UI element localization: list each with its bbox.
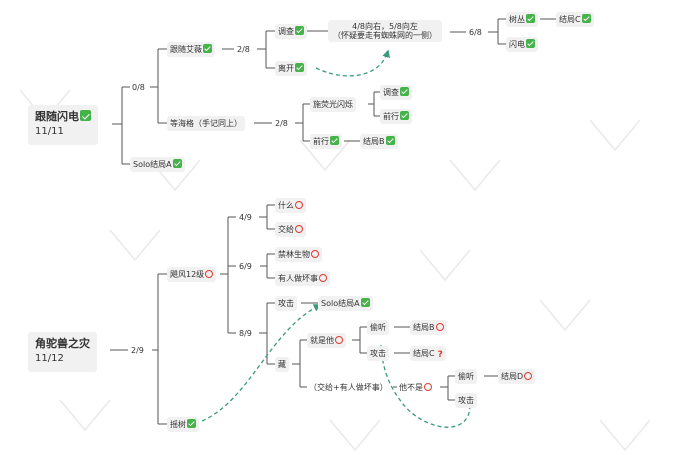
progress-label: 0/8 bbox=[132, 83, 145, 92]
node-hint-direction: 4/8向右，5/8向左 （怀疑要走有蜘蛛网的一侧） bbox=[328, 20, 442, 42]
node-what: 什么 bbox=[275, 198, 306, 213]
circle-icon bbox=[295, 225, 303, 233]
node-not-him: 他不是 bbox=[397, 380, 434, 395]
check-icon bbox=[203, 44, 212, 53]
progress-label: 8/9 bbox=[239, 329, 252, 338]
circle-icon bbox=[424, 383, 432, 391]
root-score: 11/11 bbox=[35, 126, 64, 137]
progress-label: 2/9 bbox=[131, 346, 144, 355]
node-ending-b-2: 结局B bbox=[410, 320, 447, 335]
root-title: 跟随闪电 bbox=[35, 110, 79, 123]
progress-label: 2/8 bbox=[275, 119, 288, 128]
check-icon bbox=[295, 63, 304, 72]
node-eavesdrop: 偷听 bbox=[367, 320, 389, 335]
node-ending-c-2: 结局C? bbox=[410, 346, 446, 361]
circle-icon bbox=[319, 274, 327, 282]
check-icon bbox=[187, 419, 196, 428]
check-icon bbox=[385, 136, 395, 145]
node-wait-heige: 等海格（手记同上） bbox=[167, 116, 245, 131]
root-node-horned-serpent: 角驼兽之灾 11/12 bbox=[28, 332, 97, 372]
node-eavesdrop-2: 偷听 bbox=[455, 369, 477, 384]
node-go-forward: 前行 bbox=[380, 109, 412, 124]
circle-icon bbox=[435, 323, 444, 331]
node-bush: 树丛 bbox=[506, 12, 538, 27]
check-icon bbox=[172, 159, 182, 168]
node-investigate: 调查 bbox=[275, 24, 307, 39]
node-solo-ending-a-2: Solo结局A bbox=[318, 296, 373, 311]
node-leave: 离开 bbox=[275, 61, 307, 76]
node-someone-bad: 有人做坏事 bbox=[275, 271, 330, 286]
node-is-him: 就是他 bbox=[307, 333, 346, 348]
node-investigate-2: 调查 bbox=[380, 85, 412, 100]
progress-label: 4/9 bbox=[239, 213, 252, 222]
check-icon bbox=[360, 298, 370, 307]
node-wind-12: 飓风12级 bbox=[167, 267, 217, 282]
check-icon bbox=[400, 111, 409, 120]
node-go-forward-2: 前行 bbox=[310, 134, 342, 149]
node-cast-light: 施荧光闪烁 bbox=[310, 97, 356, 112]
node-solo-ending-a: Solo结局A bbox=[130, 157, 185, 172]
check-icon bbox=[400, 87, 409, 96]
node-follow-aiwei: 跟随艾薇 bbox=[167, 42, 215, 57]
node-attack-2: 攻击 bbox=[367, 346, 389, 361]
circle-icon bbox=[205, 270, 214, 278]
progress-label: 2/8 bbox=[237, 45, 250, 54]
node-forbidden-creature: 禁林生物 bbox=[275, 247, 322, 262]
root-node-follow-lightning: 跟随闪电 11/11 bbox=[28, 105, 98, 145]
node-attack: 攻击 bbox=[275, 296, 297, 311]
root-score: 11/12 bbox=[35, 353, 64, 364]
node-hand-over: 交给 bbox=[275, 222, 306, 237]
circle-icon bbox=[295, 201, 303, 209]
check-icon bbox=[80, 110, 91, 121]
check-icon bbox=[581, 14, 591, 23]
node-ending-c: 结局C bbox=[556, 12, 594, 27]
node-hide: 藏 bbox=[275, 357, 289, 372]
check-icon bbox=[526, 39, 535, 48]
circle-icon bbox=[311, 250, 319, 258]
question-mark-icon: ? bbox=[437, 350, 443, 360]
node-ending-b: 结局B bbox=[360, 134, 398, 149]
root-title: 角驼兽之灾 bbox=[35, 337, 90, 350]
node-ending-d: 结局D bbox=[498, 369, 536, 384]
node-shake-tree: 摇树 bbox=[167, 417, 199, 432]
check-icon bbox=[330, 136, 339, 145]
progress-label: 6/8 bbox=[469, 28, 482, 37]
progress-label: 6/9 bbox=[239, 262, 252, 271]
node-combo-condition: （交给+有人做坏事） bbox=[309, 383, 388, 392]
circle-icon bbox=[524, 372, 533, 380]
check-icon bbox=[526, 14, 535, 23]
check-icon bbox=[295, 26, 304, 35]
node-lightning: 闪电 bbox=[506, 37, 538, 52]
node-attack-3: 攻击 bbox=[455, 393, 477, 408]
circle-icon bbox=[335, 336, 343, 344]
